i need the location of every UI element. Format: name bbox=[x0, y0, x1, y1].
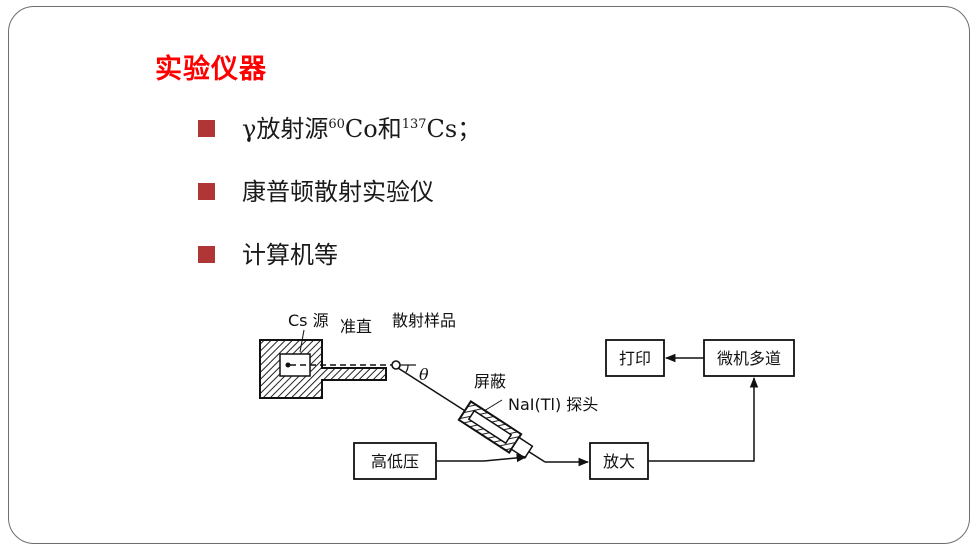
source-label: Cs 源 bbox=[288, 311, 329, 330]
nai-detector bbox=[457, 400, 534, 459]
bullet-sup-137: 137 bbox=[401, 117, 427, 132]
bullet-text-post: Cs； bbox=[426, 115, 482, 143]
bullet-text: 计算机等 bbox=[242, 241, 338, 269]
mca-box-label: 微机多道 bbox=[717, 349, 781, 368]
bullet-text-pre: γ放射源 bbox=[242, 115, 329, 143]
slide-title: 实验仪器 bbox=[155, 54, 267, 85]
cs-source-shield bbox=[259, 339, 387, 399]
compton-setup-diagram: Cs 源 准直 散射样品 θ 屏蔽 NaI(Tl) 探头 高低压 放大 微机多道… bbox=[259, 311, 795, 480]
print-box-label: 打印 bbox=[619, 349, 651, 368]
square-bullet-icon bbox=[198, 120, 215, 137]
angle-label: θ bbox=[419, 365, 429, 384]
bullet-text-mid: Co和 bbox=[344, 115, 402, 143]
square-bullet-icon bbox=[198, 246, 215, 263]
hv-box-label: 高低压 bbox=[371, 452, 419, 471]
square-bullet-icon bbox=[198, 183, 215, 200]
bullet-sup-60: 60 bbox=[328, 117, 345, 132]
bullet-item-instrument: 康普顿散射实验仪 bbox=[198, 170, 481, 214]
bullet-item-computer: 计算机等 bbox=[198, 233, 481, 277]
amp-box-label: 放大 bbox=[603, 452, 635, 471]
scatter-angle-arc bbox=[405, 364, 409, 373]
sample-label: 散射样品 bbox=[392, 311, 456, 330]
bullet-list: γ放射源60Co和137Cs； 康普顿散射实验仪 计算机等 bbox=[198, 107, 481, 296]
shield-label: 屏蔽 bbox=[474, 372, 506, 391]
slide-frame bbox=[8, 6, 970, 544]
bullet-text: 康普顿散射实验仪 bbox=[242, 178, 434, 206]
detector-label: NaI(Tl) 探头 bbox=[508, 395, 598, 414]
collimator-label: 准直 bbox=[340, 317, 372, 336]
bullet-item-source: γ放射源60Co和137Cs； bbox=[198, 107, 481, 151]
